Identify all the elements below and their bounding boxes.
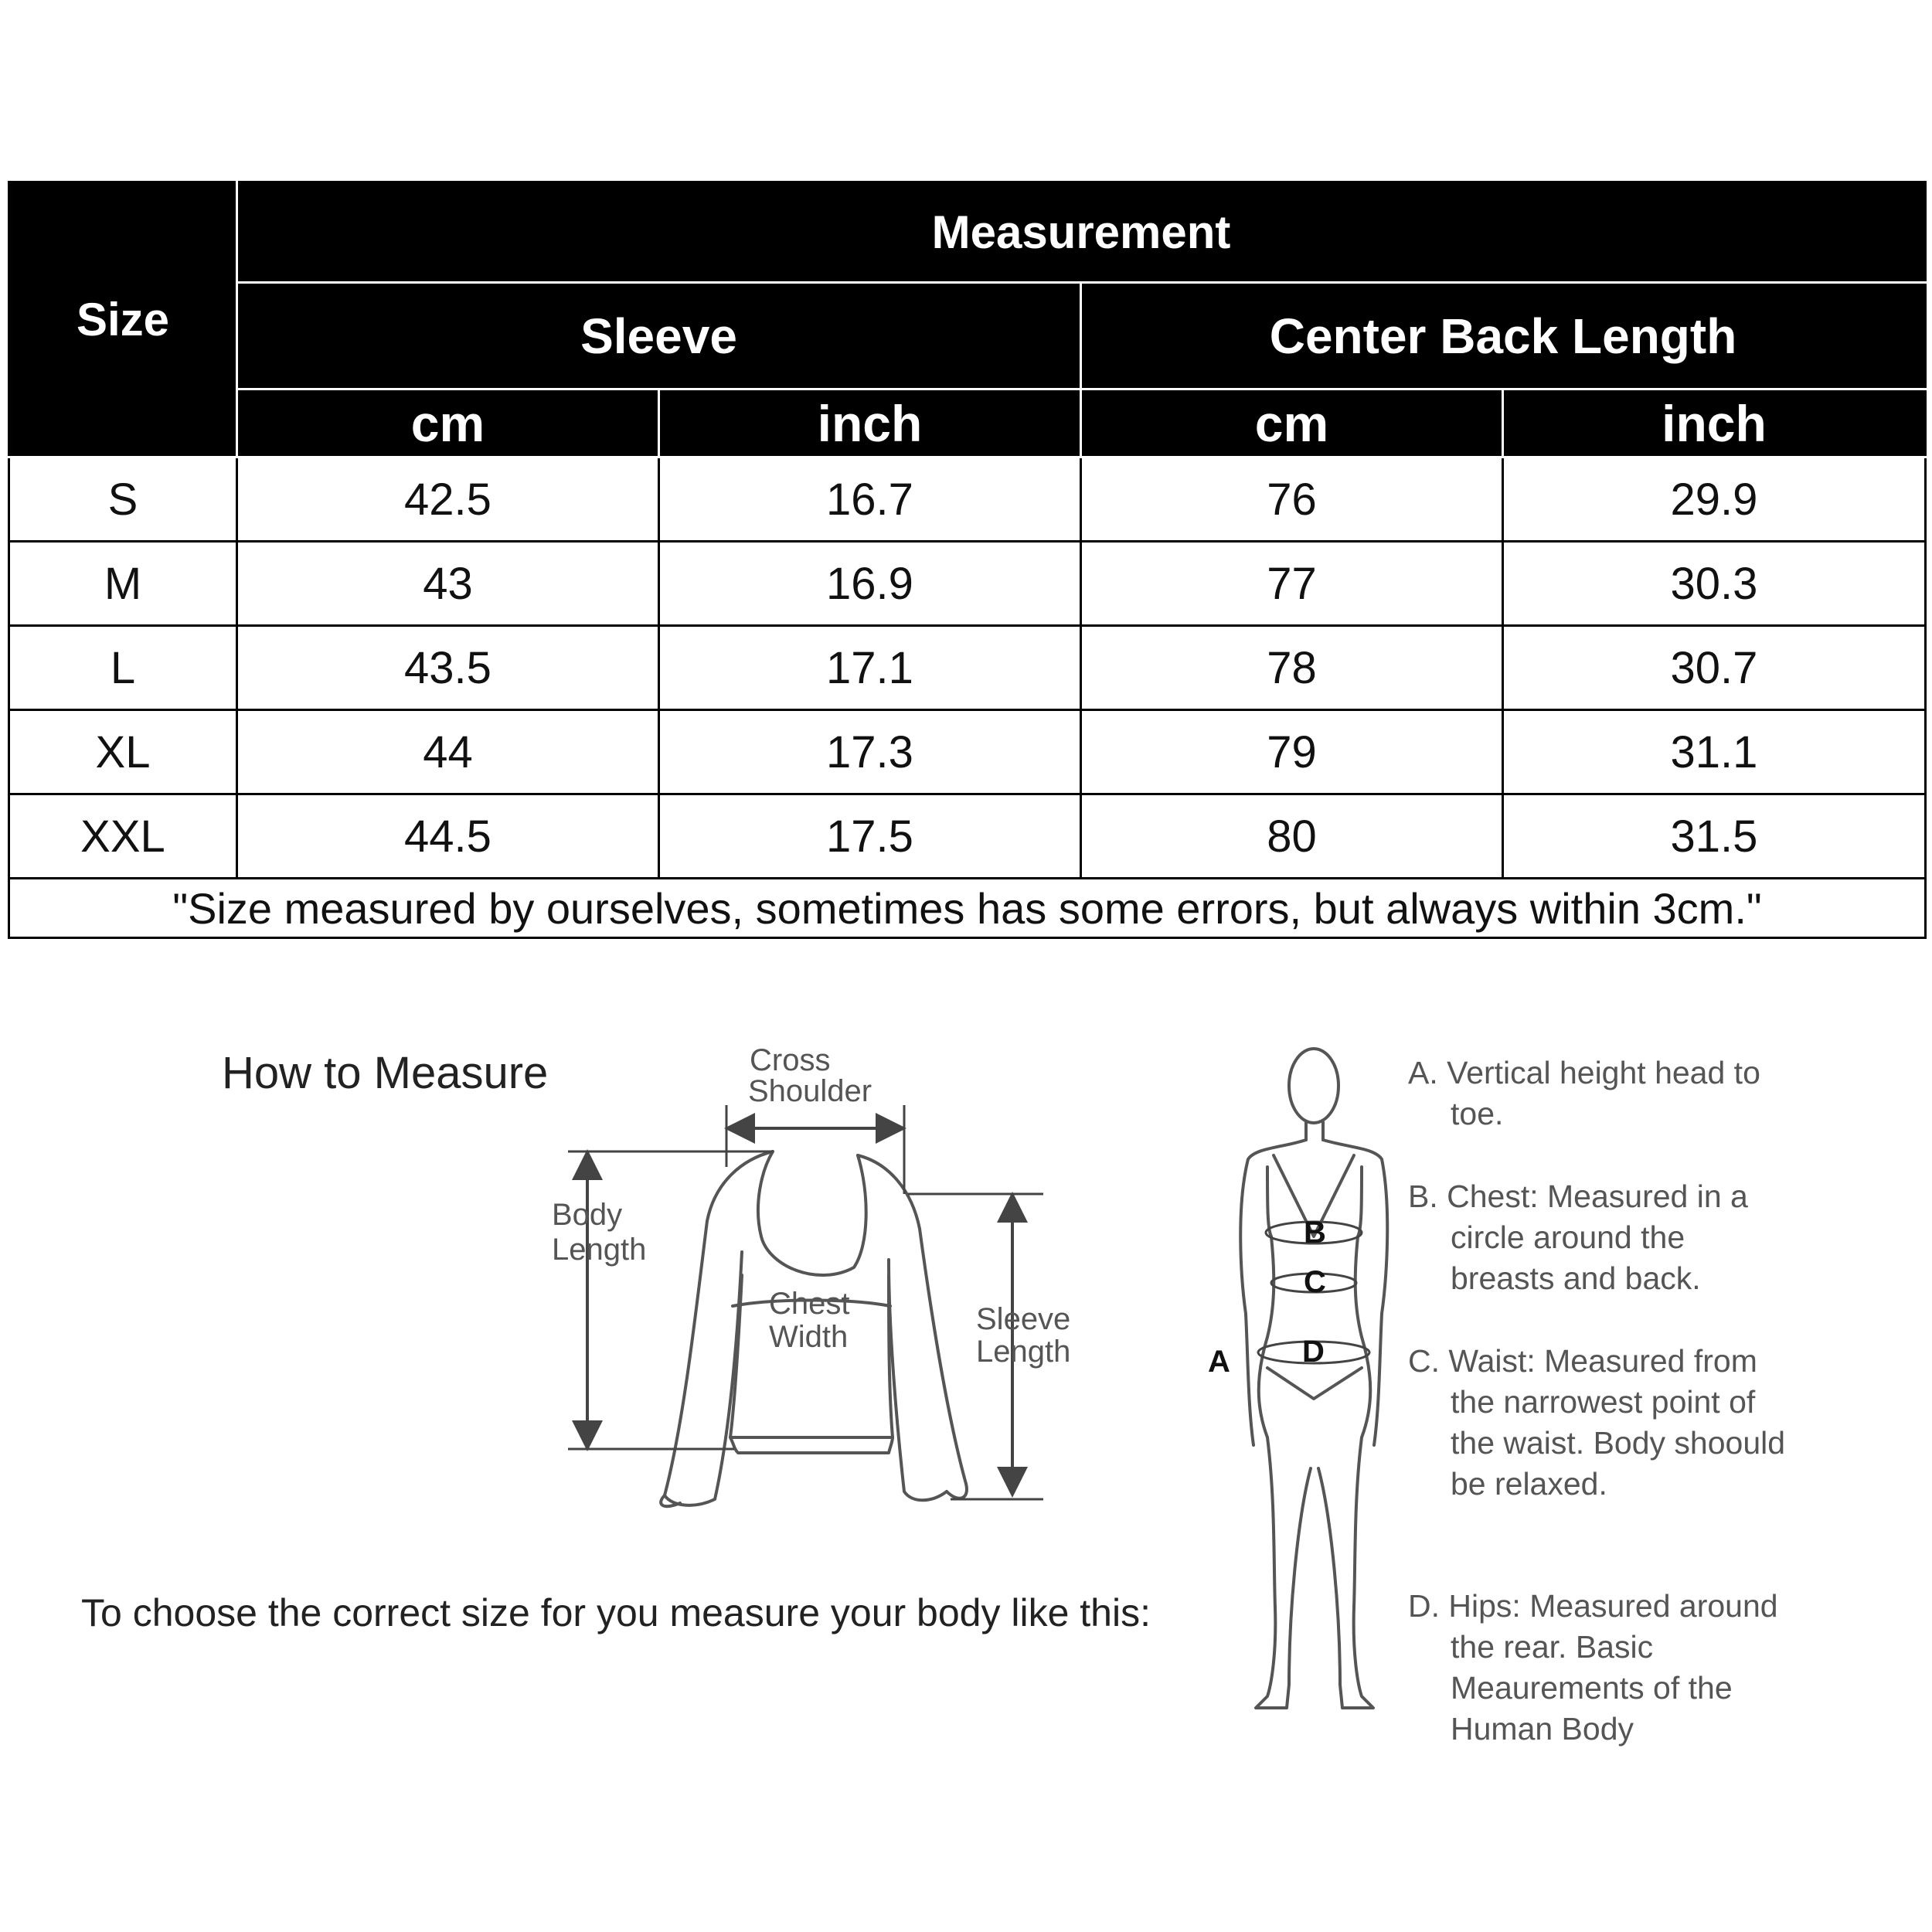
human-figure-illustration — [1239, 1047, 1389, 1709]
table-cell: 79 — [1080, 709, 1504, 795]
legend-text: B. Chest: Measured in a circle around th… — [1408, 1179, 1748, 1296]
sleeve-length-label: Sleeve — [976, 1302, 1070, 1336]
table-cell: 43.5 — [236, 624, 660, 711]
chest-marker-b: B — [1304, 1216, 1326, 1250]
size-cell: XXL — [8, 793, 238, 879]
table-cell: 43 — [236, 540, 660, 627]
table-cell: 78 — [1080, 624, 1504, 711]
size-cell: M — [8, 540, 238, 627]
body-length-label: Body — [552, 1198, 622, 1232]
how-to-measure-title: How to Measure — [222, 1048, 549, 1098]
legend-item-c: C. Waist: Measured from the narrowest po… — [1408, 1341, 1794, 1505]
legend-text: D. Hips: Measured around the rear. Basic… — [1408, 1588, 1778, 1747]
table-cell: 31.1 — [1502, 709, 1927, 795]
unit-header-back-cm: cm — [1080, 388, 1504, 458]
unit-header-back-inch: inch — [1502, 388, 1927, 458]
table-row: M 43 16.9 77 30.3 — [8, 540, 1927, 627]
legend-text: A. Vertical height head to toe. — [1408, 1055, 1760, 1131]
height-marker-a: A — [1208, 1345, 1230, 1379]
size-cell: S — [8, 456, 238, 543]
table-cell: 17.1 — [658, 624, 1082, 711]
sleeve-header: Sleeve — [236, 281, 1082, 390]
table-cell: 44 — [236, 709, 660, 795]
table-cell: 17.5 — [658, 793, 1082, 879]
chest-width-label-2: Width — [769, 1320, 848, 1354]
table-cell: 29.9 — [1502, 456, 1927, 543]
body-length-label-2: Length — [552, 1233, 646, 1267]
legend-item-a: A. Vertical height head to toe. — [1408, 1053, 1794, 1134]
table-cell: 31.5 — [1502, 793, 1927, 879]
note-row: "Size measured by ourselves, sometimes h… — [8, 877, 1927, 939]
legend-item-d: D. Hips: Measured around the rear. Basic… — [1408, 1586, 1794, 1750]
table-cell: 16.7 — [658, 456, 1082, 543]
table-row: S 42.5 16.7 76 29.9 — [8, 456, 1927, 543]
table-row: XL 44 17.3 79 31.1 — [8, 709, 1927, 795]
table-cell: 30.3 — [1502, 540, 1927, 627]
legend-item-b: B. Chest: Measured in a circle around th… — [1408, 1176, 1794, 1299]
measure-instruction: To choose the correct size for you measu… — [81, 1591, 1151, 1634]
size-header: Size — [8, 181, 238, 458]
table-cell: 30.7 — [1502, 624, 1927, 711]
unit-header-sleeve-inch: inch — [658, 388, 1082, 458]
size-note: "Size measured by ourselves, sometimes h… — [8, 877, 1927, 939]
cross-shoulder-label: Cross — [750, 1043, 830, 1077]
table-cell: 80 — [1080, 793, 1504, 879]
table-cell: 44.5 — [236, 793, 660, 879]
hips-marker-d: D — [1302, 1335, 1325, 1369]
table-cell: 77 — [1080, 540, 1504, 627]
measurement-header: Measurement — [236, 181, 1927, 284]
table-cell: 42.5 — [236, 456, 660, 543]
center-back-length-header: Center Back Length — [1080, 281, 1927, 390]
table-cell: 17.3 — [658, 709, 1082, 795]
legend-text: C. Waist: Measured from the narrowest po… — [1408, 1343, 1786, 1502]
size-cell: L — [8, 624, 238, 711]
table-cell: 76 — [1080, 456, 1504, 543]
waist-marker-c: C — [1304, 1265, 1326, 1299]
table-row: L 43.5 17.1 78 30.7 — [8, 624, 1927, 711]
size-chart-table: Size Measurement Sleeve Center Back Leng… — [8, 181, 1927, 939]
table-row: XXL 44.5 17.5 80 31.5 — [8, 793, 1927, 879]
cross-shoulder-label-2: Shoulder — [748, 1074, 872, 1108]
sleeve-length-label-2: Length — [976, 1335, 1070, 1369]
table-cell: 16.9 — [658, 540, 1082, 627]
size-cell: XL — [8, 709, 238, 795]
sweater-illustration — [659, 1150, 968, 1509]
chest-width-label: Chest — [769, 1287, 850, 1321]
unit-header-sleeve-cm: cm — [236, 388, 660, 458]
